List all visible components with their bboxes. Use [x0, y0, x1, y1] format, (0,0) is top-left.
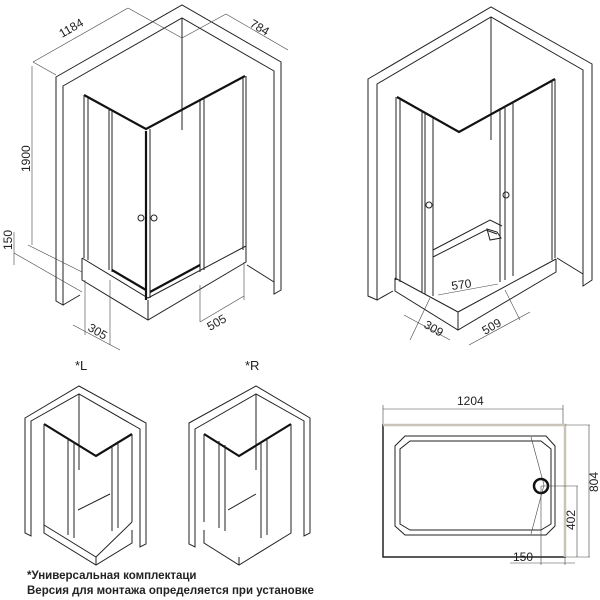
main-view-closed: 1184 784 1900 150 305 505	[1, 4, 289, 351]
dim-drain-offset-y: 402	[564, 510, 578, 530]
variant-left-label: *L	[75, 358, 87, 373]
main-view-open: 570 309 509	[367, 6, 593, 346]
dim-depth: 784	[248, 16, 273, 38]
dim-entry-diagonal: 570	[450, 276, 472, 293]
dim-tray-height: 150	[1, 230, 15, 250]
dim-left-entry: 305	[86, 320, 111, 342]
variant-right-label: *R	[245, 358, 259, 373]
variant-right-view: *R	[188, 358, 311, 566]
dim-drain-offset-x: 150	[513, 550, 533, 564]
dim-right-entry: 505	[205, 311, 230, 333]
variant-left-view: *L	[24, 358, 147, 566]
dim-tray-length: 1204	[457, 394, 484, 408]
dim-height: 1900	[19, 145, 33, 172]
dim-open-right-entry: 509	[480, 315, 505, 337]
dim-tray-width: 804	[587, 472, 600, 492]
dim-width: 1184	[57, 15, 87, 40]
note-install-version: Версия для монтажа определяется при уста…	[27, 585, 314, 597]
note-universal-kit: *Универсальная комплектаци	[27, 570, 197, 582]
tray-plan-view: 1204 804 402 150	[382, 394, 600, 565]
